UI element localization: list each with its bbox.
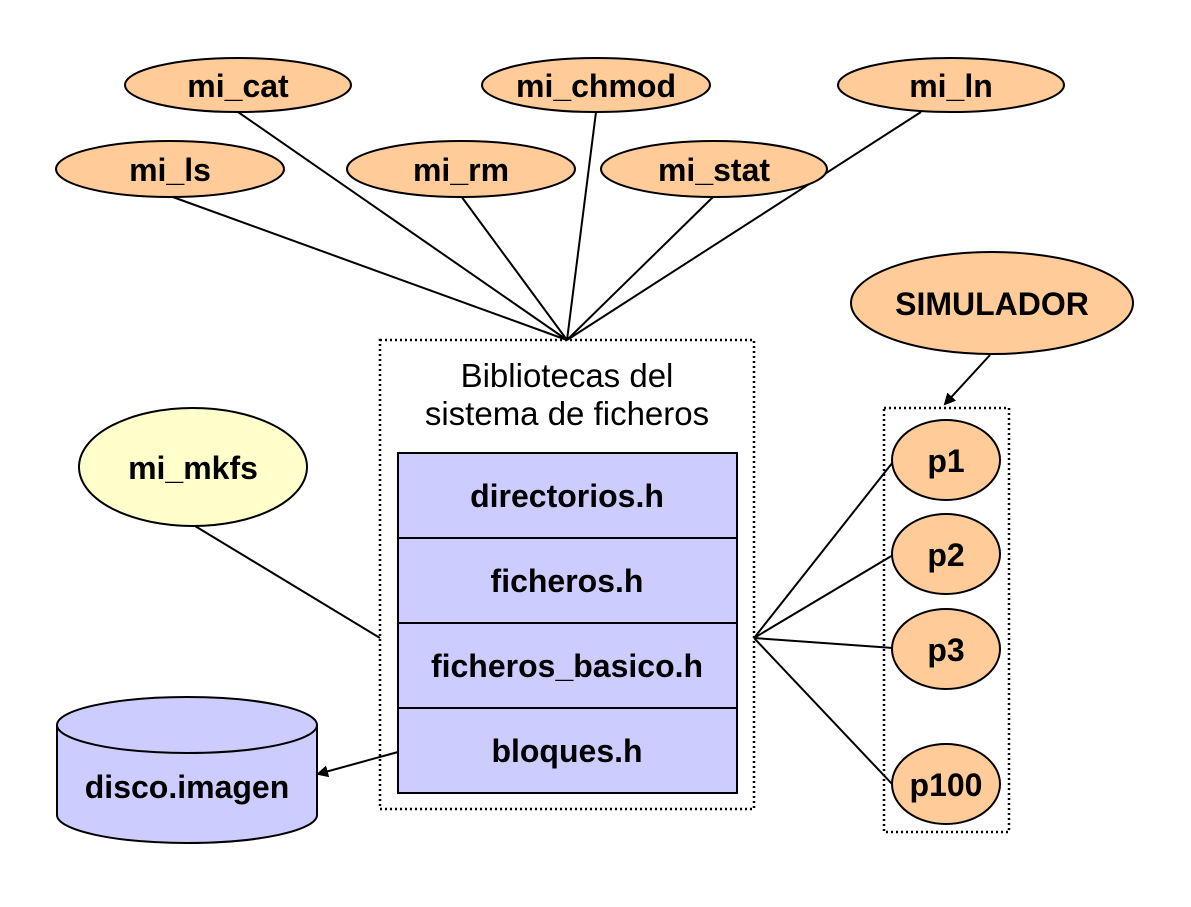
processes-container: [882, 406, 1011, 834]
simulator-label: SIMULADOR: [895, 286, 1089, 322]
connector-p2: [753, 554, 894, 639]
program-mi-stat: mi_stat: [600, 140, 828, 198]
program-label: mi_ln: [909, 68, 993, 104]
layer-label-ficheros: ficheros.h: [491, 563, 644, 599]
process-label-p3: p3: [927, 632, 964, 668]
program-connectors: [169, 111, 922, 341]
program-label: mi_cat: [187, 68, 289, 104]
process-oval-p2: [891, 513, 1001, 595]
simulator-oval: [850, 251, 1134, 355]
library-title-line1: Bibliotecas del: [461, 357, 674, 394]
program-mi-ls: mi_ls: [55, 140, 285, 198]
connector-mi-stat: [566, 195, 715, 341]
connector-p100: [753, 637, 894, 786]
program-mi-rm: mi_rm: [346, 140, 576, 198]
layer-box-directorios: [397, 452, 738, 539]
program-mi-ln: mi_ln: [837, 57, 1065, 113]
connector-mi-cat: [237, 111, 568, 341]
layer-box-ficheros-basico: [397, 622, 738, 709]
connector-mi-ln: [566, 111, 922, 341]
layer-box-ficheros: [397, 537, 738, 624]
filesystem-library: Bibliotecas del sistema de ficheros dire…: [378, 338, 756, 811]
layer-label-bloques: bloques.h: [491, 733, 642, 769]
program-oval: [346, 140, 576, 198]
layer-label-directorios: directorios.h: [470, 478, 664, 514]
connector-p1: [753, 461, 894, 639]
program-oval: [481, 57, 711, 113]
program-label: mi_ls: [129, 152, 211, 188]
process-label-p2: p2: [927, 537, 964, 573]
connector-mi-chmod: [566, 111, 597, 341]
program-label: mi_stat: [658, 152, 770, 188]
process-label-p1: p1: [927, 443, 964, 479]
connector-mi-mkfs: [194, 525, 381, 639]
disk-image: disco.imagen: [56, 696, 318, 844]
connector-p3: [753, 637, 894, 649]
disk-label: disco.imagen: [85, 769, 290, 805]
process-connectors: [753, 461, 894, 786]
program-oval: [55, 140, 285, 198]
layer-box-bloques: [397, 707, 738, 794]
processes-group: p1 p2 p3 p100: [882, 406, 1011, 834]
library-container: [378, 338, 756, 811]
disk-cylinder-body: [56, 725, 318, 844]
mkfs-program: mi_mkfs: [78, 407, 308, 527]
program-oval: [600, 140, 828, 198]
program-label: mi_chmod: [516, 68, 676, 104]
arrow-library-to-disk: [316, 751, 399, 778]
arrow-simulator-to-processes: [943, 354, 991, 406]
process-oval-p1: [891, 419, 1001, 501]
program-mi-chmod: mi_chmod: [481, 57, 711, 113]
process-oval-p3: [891, 608, 1001, 690]
connector-mi-ls: [169, 195, 568, 341]
program-label: mi_rm: [413, 152, 509, 188]
process-oval-p100: [891, 743, 1001, 825]
process-label-p100: p100: [910, 767, 983, 803]
connector-mi-rm: [460, 195, 568, 341]
library-title-line2: sistema de ficheros: [425, 395, 709, 432]
disk-cylinder-top: [56, 696, 318, 754]
program-mi-cat: mi_cat: [124, 57, 352, 113]
mkfs-label: mi_mkfs: [128, 450, 258, 486]
simulator: SIMULADOR: [850, 251, 1134, 355]
layer-label-ficheros-basico: ficheros_basico.h: [431, 648, 703, 684]
program-oval: [124, 57, 352, 113]
mkfs-oval: [78, 407, 308, 527]
program-oval: [837, 57, 1065, 113]
